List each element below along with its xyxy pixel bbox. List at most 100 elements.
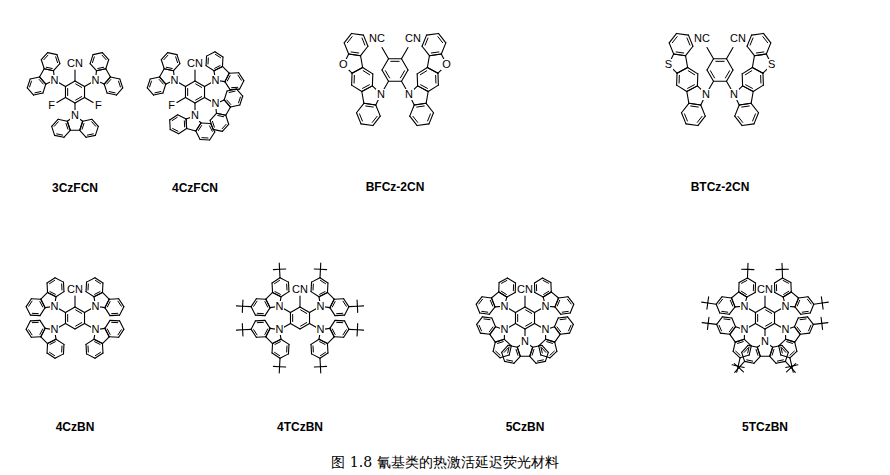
bond-line <box>400 71 404 78</box>
bond-line <box>357 306 358 312</box>
bond-line <box>65 307 75 313</box>
bond-line <box>330 299 334 307</box>
bond-line <box>373 116 380 125</box>
bond-line <box>418 86 429 92</box>
bond-line <box>265 302 268 307</box>
bond-line <box>344 43 349 54</box>
bond-line <box>196 123 201 131</box>
bond-line <box>681 113 686 124</box>
bond-line <box>50 280 55 283</box>
bond-line <box>781 263 782 269</box>
compound-name: 5TCzBN <box>742 421 788 434</box>
bond-line <box>507 278 515 283</box>
bond-line <box>542 345 548 352</box>
bond-line <box>753 114 756 121</box>
bond-line <box>334 298 343 300</box>
bond-line <box>714 81 727 82</box>
bond-line <box>719 325 721 331</box>
bond-line <box>185 81 195 87</box>
bond-line <box>76 97 82 101</box>
bond-line <box>159 69 164 77</box>
bond-line <box>389 81 402 82</box>
bond-line <box>677 33 689 35</box>
bond-line <box>290 313 291 324</box>
bond-line <box>225 73 229 81</box>
bond-line <box>756 52 764 53</box>
bond-line <box>96 69 105 71</box>
bond-line <box>238 75 241 80</box>
bond-line <box>781 355 790 358</box>
bond-line <box>502 345 508 352</box>
bond-line <box>822 322 828 324</box>
bond-line <box>410 105 415 116</box>
bond-line <box>279 269 281 278</box>
bond-line <box>706 303 708 309</box>
bond-line <box>40 320 45 328</box>
bond-line <box>107 302 110 307</box>
bond-line <box>765 307 775 313</box>
bond-line <box>320 278 328 283</box>
bond-line <box>119 299 124 307</box>
bond-line <box>106 60 109 69</box>
bond-line <box>41 328 45 336</box>
atom-label: N <box>500 324 510 335</box>
bond-line <box>756 349 758 355</box>
bond-line <box>187 129 196 131</box>
bond-line <box>697 116 702 122</box>
bond-line <box>242 330 243 336</box>
bond-line <box>720 313 729 314</box>
bond-line <box>414 103 426 105</box>
bond-line <box>256 336 265 338</box>
bond-line <box>677 85 687 91</box>
bond-line <box>198 126 201 131</box>
bond-line <box>382 47 389 58</box>
bond-line <box>493 342 495 351</box>
bond-line <box>741 280 746 283</box>
bond-line <box>364 103 376 105</box>
bond-line <box>501 280 506 283</box>
bond-line <box>239 73 244 81</box>
bond-line <box>280 354 288 358</box>
bond-line <box>48 292 56 296</box>
bond-line <box>227 76 230 81</box>
bond-line <box>774 278 782 283</box>
bond-line <box>559 297 568 298</box>
bond-line <box>363 68 373 74</box>
bond-line <box>155 92 161 93</box>
bond-line <box>227 89 236 91</box>
bond-line <box>689 103 701 105</box>
heteroatom-label: O <box>441 59 452 70</box>
bond-line <box>32 322 38 323</box>
bond-line <box>242 306 243 312</box>
bond-line <box>229 72 238 74</box>
bond-line <box>555 342 557 351</box>
atom-label: N <box>170 75 180 86</box>
bond-line <box>742 124 754 126</box>
compound-name: 4TCzBN <box>277 421 323 434</box>
bond-line <box>251 299 256 307</box>
bond-line <box>345 321 349 329</box>
bond-line <box>349 54 361 56</box>
bond-line <box>429 113 434 124</box>
bond-line <box>808 317 814 325</box>
bond-line <box>265 329 268 334</box>
bond-line <box>65 81 75 87</box>
bond-line <box>227 100 231 105</box>
bond-line <box>743 86 754 92</box>
bond-line <box>716 304 720 313</box>
bond-line <box>102 344 104 353</box>
bond-line <box>83 119 92 121</box>
bond-line <box>689 103 701 105</box>
bond-line <box>170 129 178 133</box>
bond-line <box>698 116 705 125</box>
atom-label: CN <box>516 284 534 295</box>
bond-line <box>95 280 100 283</box>
bond-line <box>96 69 105 71</box>
bond-line <box>790 358 792 366</box>
bond-line <box>319 292 327 296</box>
bond-line <box>364 103 376 105</box>
bond-line <box>41 292 48 299</box>
bond-line <box>532 349 534 355</box>
bond-line <box>507 293 515 297</box>
bond-line <box>63 282 65 291</box>
